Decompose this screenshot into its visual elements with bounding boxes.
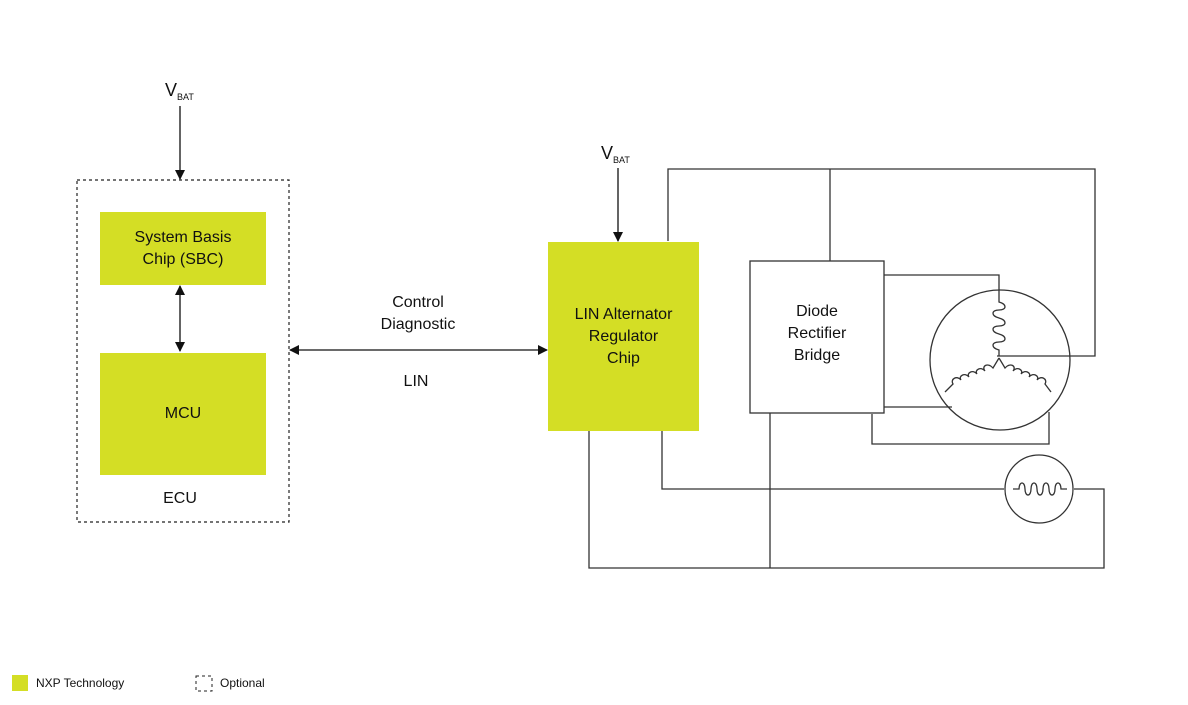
link-control: Control [392, 294, 444, 311]
lin-chip-line1: LIN Alternator [574, 305, 673, 323]
legend-nxp: NXP Technology [12, 675, 124, 691]
sbc-line2: Chip (SBC) [142, 250, 224, 268]
lin-alternator-regulator-chip: LIN Alternator Regulator Chip [548, 242, 699, 431]
link-top-label: Control Diagnostic [350, 292, 486, 336]
mcu-label: MCU [164, 405, 202, 422]
vbat-left-main: V [165, 80, 178, 100]
stator-three-phase-winding [929, 289, 1071, 431]
nxp-legend-label: NXP Technology [36, 676, 125, 690]
vbat-left-label: VBAT [165, 80, 194, 102]
optional-legend-icon [195, 675, 213, 692]
ecu-optional-box [76, 179, 290, 523]
link-diagnostic: Diagnostic [380, 316, 456, 333]
vbat-left-sub: BAT [177, 92, 194, 102]
link-lin-label: LIN [403, 373, 429, 390]
mcu-block: MCU [100, 353, 266, 475]
sbc-line1: System Basis [134, 228, 232, 246]
rectifier-line1: Diode [796, 303, 838, 320]
vbat-right-sub: BAT [613, 155, 630, 165]
rectifier-line2: Rectifier [787, 325, 847, 342]
lin-chip-line3: Chip [607, 349, 640, 367]
wiring [588, 168, 1105, 569]
field-winding-rotor [1004, 454, 1074, 524]
rectifier-line3: Bridge [793, 347, 841, 364]
vbat-right-label: VBAT [601, 143, 630, 165]
rectifier-label: Diode Rectifier Bridge [752, 301, 882, 367]
ecu-label: ECU [163, 490, 197, 507]
legend-optional: Optional [220, 676, 265, 690]
lin-chip-line2: Regulator [588, 327, 659, 345]
nxp-legend-swatch [12, 675, 28, 691]
diode-rectifier-bridge-box [749, 260, 885, 414]
vbat-right-main: V [601, 143, 614, 163]
optional-legend-label: Optional [220, 676, 265, 690]
